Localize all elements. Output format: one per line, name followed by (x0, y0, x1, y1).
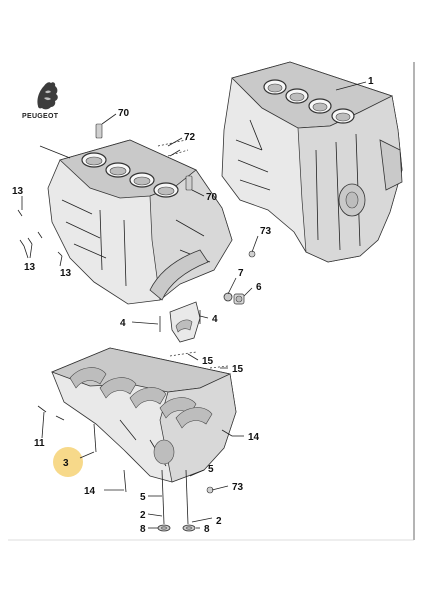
callout-1: 1 (368, 76, 374, 87)
plug-part-7 (223, 292, 233, 302)
bolt-set (17, 123, 256, 532)
callout-11: 11 (34, 438, 45, 449)
callout-13: 13 (12, 186, 24, 197)
callout-7: 7 (238, 268, 244, 279)
callout-13: 13 (24, 262, 36, 273)
callout-labels: 1 70 72 70 13 13 13 73 7 6 4 4 15 15 11 … (12, 76, 374, 535)
callout-14: 14 (84, 486, 96, 497)
brand-name: PEUGEOT (22, 113, 59, 120)
callout-5: 5 (140, 492, 146, 503)
callout-4: 4 (120, 318, 126, 329)
assembled-engine-block (221, 61, 403, 263)
callout-8: 8 (204, 524, 210, 535)
cylinder-block-exploded (47, 139, 233, 305)
callout-4: 4 (212, 314, 218, 325)
callout-72: 72 (184, 132, 196, 143)
callout-73: 73 (232, 482, 244, 493)
leader-lines (21, 81, 367, 529)
callout-6: 6 (256, 282, 262, 293)
lower-crankcase (50, 347, 237, 483)
callout-2: 2 (140, 510, 146, 521)
callout-highlight (53, 447, 83, 477)
callout-15: 15 (232, 364, 244, 375)
callout-2: 2 (216, 516, 222, 527)
callout-70: 70 (118, 108, 130, 119)
callout-14: 14 (248, 432, 260, 443)
callout-70: 70 (206, 192, 218, 203)
callout-5: 5 (208, 464, 214, 475)
lion-emblem-icon (37, 82, 58, 110)
callout-13: 13 (60, 268, 72, 279)
sensor-part-6 (233, 293, 245, 305)
callout-73: 73 (260, 226, 272, 237)
bearing-cap-part-4 (169, 301, 201, 343)
callout-15: 15 (202, 356, 214, 367)
callout-3: 3 (63, 458, 69, 469)
callout-8: 8 (140, 524, 146, 535)
